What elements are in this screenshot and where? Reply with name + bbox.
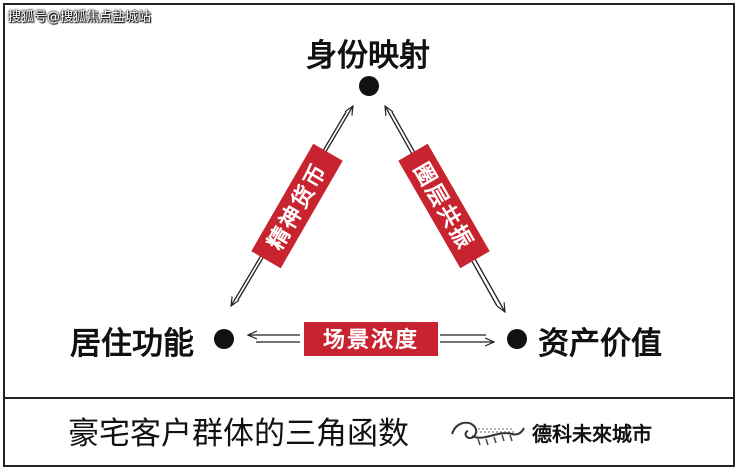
node-dot-right bbox=[507, 329, 527, 349]
node-dot-left bbox=[214, 329, 234, 349]
node-label-right: 资产价值 bbox=[538, 326, 662, 362]
node-label-left: 居住功能 bbox=[70, 326, 194, 362]
brand-name: 德科未來城市 bbox=[532, 422, 652, 446]
footer-title: 豪宅客户群体的三角函数 bbox=[68, 416, 409, 452]
edge-right-banner: 圈层共振 bbox=[398, 143, 490, 269]
footer-divider bbox=[5, 397, 733, 399]
edge-left-banner: 精神货币 bbox=[251, 143, 343, 269]
edge-bottom-banner: 场景浓度 bbox=[304, 322, 438, 356]
dragon-logo-icon bbox=[451, 421, 525, 446]
node-dot-top bbox=[359, 76, 379, 96]
watermark: 搜狐号@搜狐焦点盐城站 bbox=[8, 10, 152, 25]
node-label-top: 身份映射 bbox=[306, 38, 430, 74]
edge-bottom-label: 场景浓度 bbox=[323, 327, 419, 353]
